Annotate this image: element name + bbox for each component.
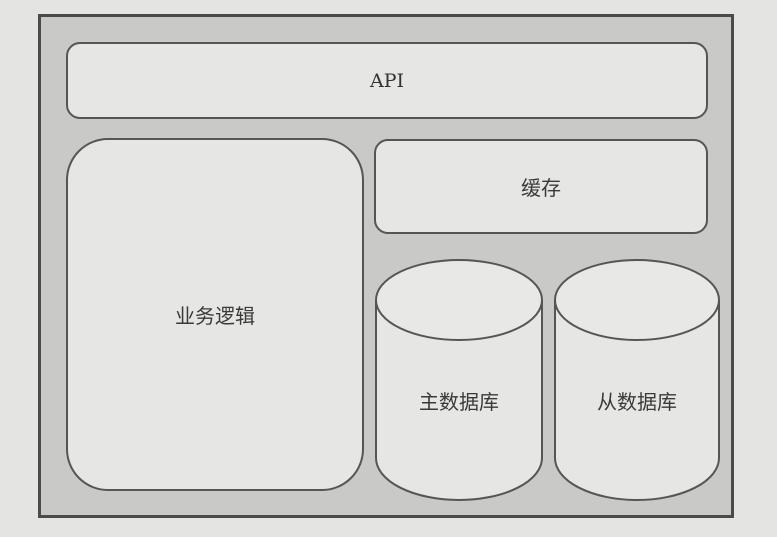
database-cylinder-icon (554, 259, 720, 501)
database-cylinder-icon (375, 259, 543, 501)
api-layer-box: API (66, 42, 708, 119)
slave-database-cylinder: 从数据库 (553, 258, 721, 504)
business-logic-label: 业务逻辑 (175, 304, 255, 328)
master-database-cylinder: 主数据库 (374, 258, 544, 504)
slave-database-label: 从数据库 (597, 390, 677, 414)
master-database-label: 主数据库 (419, 390, 499, 414)
cache-box: 缓存 (374, 139, 708, 234)
api-label: API (369, 69, 404, 92)
cache-label: 缓存 (521, 176, 561, 200)
business-logic-box: 业务逻辑 (66, 138, 364, 491)
